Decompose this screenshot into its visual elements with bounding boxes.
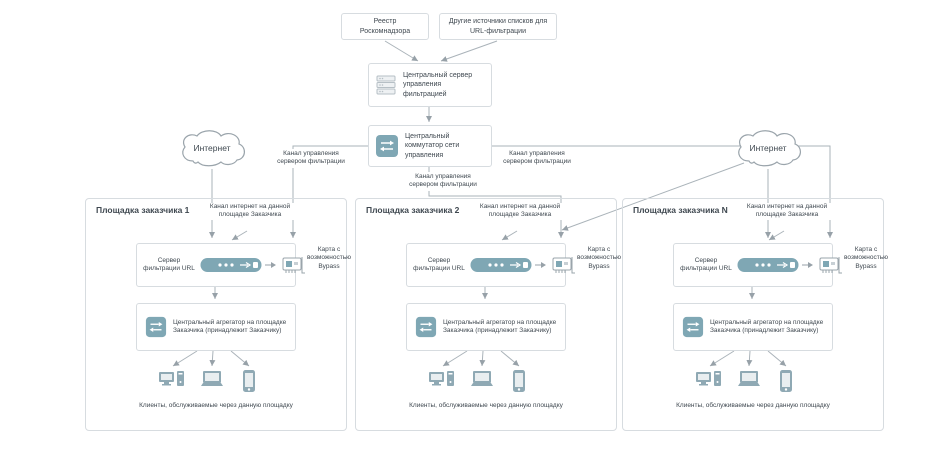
aggregator-label: Центральный агрегатор на площадке Заказч…: [173, 318, 287, 334]
mgmt-channel-label-right: Канал управления сервером фильтрации: [497, 149, 577, 168]
edge-agg-to-laptop-2: [479, 350, 486, 367]
phone-icon: [513, 370, 525, 392]
desktop-icon: [429, 371, 454, 386]
site-title: Площадка заказчика 2: [366, 205, 460, 215]
arrow-right-icon: [265, 262, 276, 268]
filter-server-label: Сервер фильтрации URL: [413, 256, 465, 272]
internet-cloud-right: Интернет: [732, 128, 804, 170]
desktop-icon: [159, 371, 184, 386]
filter-appliance-icon: [200, 258, 262, 272]
filter-server-label: Сервер фильтрации URL: [143, 256, 195, 272]
laptop-icon: [471, 371, 493, 386]
site-box-1: Площадка заказчика 1 Канал интернет на д…: [85, 198, 351, 431]
edge-inetlabel-to-filter-N: [768, 230, 785, 241]
clients-label: Клиенты, обслуживаемые через данную площ…: [139, 402, 293, 409]
edge-sources-to-server: [440, 40, 498, 62]
edge-cloud-right-to-site2: [561, 162, 745, 231]
bypass-nic-icon: [282, 257, 305, 274]
switch-icon: [376, 135, 398, 157]
clients-label: Клиенты, обслуживаемые через данную площ…: [676, 402, 830, 409]
bypass-nic-icon: [552, 257, 575, 274]
cloud-icon: [738, 130, 801, 167]
cloud-icon: [182, 130, 245, 167]
central-switch-label: Центральный коммутатор сети управления: [405, 133, 460, 159]
central-mgmt-server-box: Центральный сервер управления фильтрацие…: [368, 63, 492, 107]
edge-inetlabel-to-filter-1: [231, 230, 248, 241]
bypass-card-label: Карта с возможностью Bypass: [307, 246, 351, 270]
filter-appliance-icon: [737, 258, 799, 272]
site-internet-channel-label: Канал интернет на данной площадке Заказч…: [474, 203, 566, 220]
filter-appliance-icon: [470, 258, 532, 272]
switch-icon: [145, 316, 167, 338]
edge-agg-to-phone-1: [230, 350, 250, 367]
laptop-icon: [201, 371, 223, 386]
arrow-right-icon: [802, 262, 813, 268]
edge-agg-to-phone-2: [500, 350, 520, 367]
edge-agg-to-desktop-N: [709, 350, 735, 367]
edge-agg-to-laptop-1: [209, 350, 216, 367]
filter-server-label: Сервер фильтрации URL: [680, 256, 732, 272]
edge-agg-to-desktop-1: [172, 350, 198, 367]
bypass-card-label: Карта с возможностью Bypass: [577, 246, 621, 270]
site-box-N: Площадка заказчика N Канал интернет на д…: [622, 198, 888, 431]
phone-icon: [780, 370, 792, 392]
site-box-2: Площадка заказчика 2 Канал интернет на д…: [355, 198, 621, 431]
aggregator-box: Центральный агрегатор на площадке Заказч…: [136, 303, 296, 351]
phone-icon: [243, 370, 255, 392]
aggregator-box: Центральный агрегатор на площадке Заказч…: [673, 303, 833, 351]
filter-server-box: Сервер фильтрации URL: [136, 243, 305, 287]
edge-agg-to-desktop-2: [442, 350, 468, 367]
arrow-right-icon: [535, 262, 546, 268]
internet-cloud-left: Интернет: [176, 128, 248, 170]
bypass-card-label: Карта с возможностью Bypass: [844, 246, 888, 270]
site-title: Площадка заказчика N: [633, 205, 728, 215]
edge-inetlabel-to-filter-2: [501, 230, 518, 241]
central-mgmt-server-label: Центральный сервер управления фильтрацие…: [403, 72, 473, 98]
edge-agg-to-laptop-N: [746, 350, 753, 367]
registry-box: Реестр Роскомнадзора: [341, 13, 429, 40]
clients-label: Клиенты, обслуживаемые через данную площ…: [409, 402, 563, 409]
filter-server-box: Сервер фильтрации URL: [406, 243, 575, 287]
site-internet-channel-label: Канал интернет на данной площадке Заказч…: [204, 203, 296, 220]
aggregator-box: Центральный агрегатор на площадке Заказч…: [406, 303, 566, 351]
edge-registry-to-server: [384, 40, 419, 62]
site-title: Площадка заказчика 1: [96, 205, 190, 215]
site-internet-channel-label: Канал интернет на данной площадке Заказч…: [741, 203, 833, 220]
mgmt-channel-label-left: Канал управления сервером фильтрации: [271, 149, 351, 168]
edge-agg-to-phone-N: [767, 350, 787, 367]
mgmt-channel-label-mid: Канал управления сервером фильтрации: [403, 172, 483, 191]
bypass-nic-icon: [819, 257, 842, 274]
desktop-icon: [696, 371, 721, 386]
switch-icon: [415, 316, 437, 338]
other-sources-box: Другие источники списков для URL-фильтра…: [439, 13, 557, 40]
server-icon: [376, 75, 396, 95]
laptop-icon: [738, 371, 760, 386]
aggregator-label: Центральный агрегатор на площадке Заказч…: [710, 318, 824, 334]
filter-server-box: Сервер фильтрации URL: [673, 243, 842, 287]
central-switch-box: Центральный коммутатор сети управления: [368, 125, 492, 167]
internet-label-left: Интернет: [193, 143, 231, 153]
switch-icon: [682, 316, 704, 338]
aggregator-label: Центральный агрегатор на площадке Заказч…: [443, 318, 557, 334]
internet-label-right: Интернет: [749, 143, 787, 153]
